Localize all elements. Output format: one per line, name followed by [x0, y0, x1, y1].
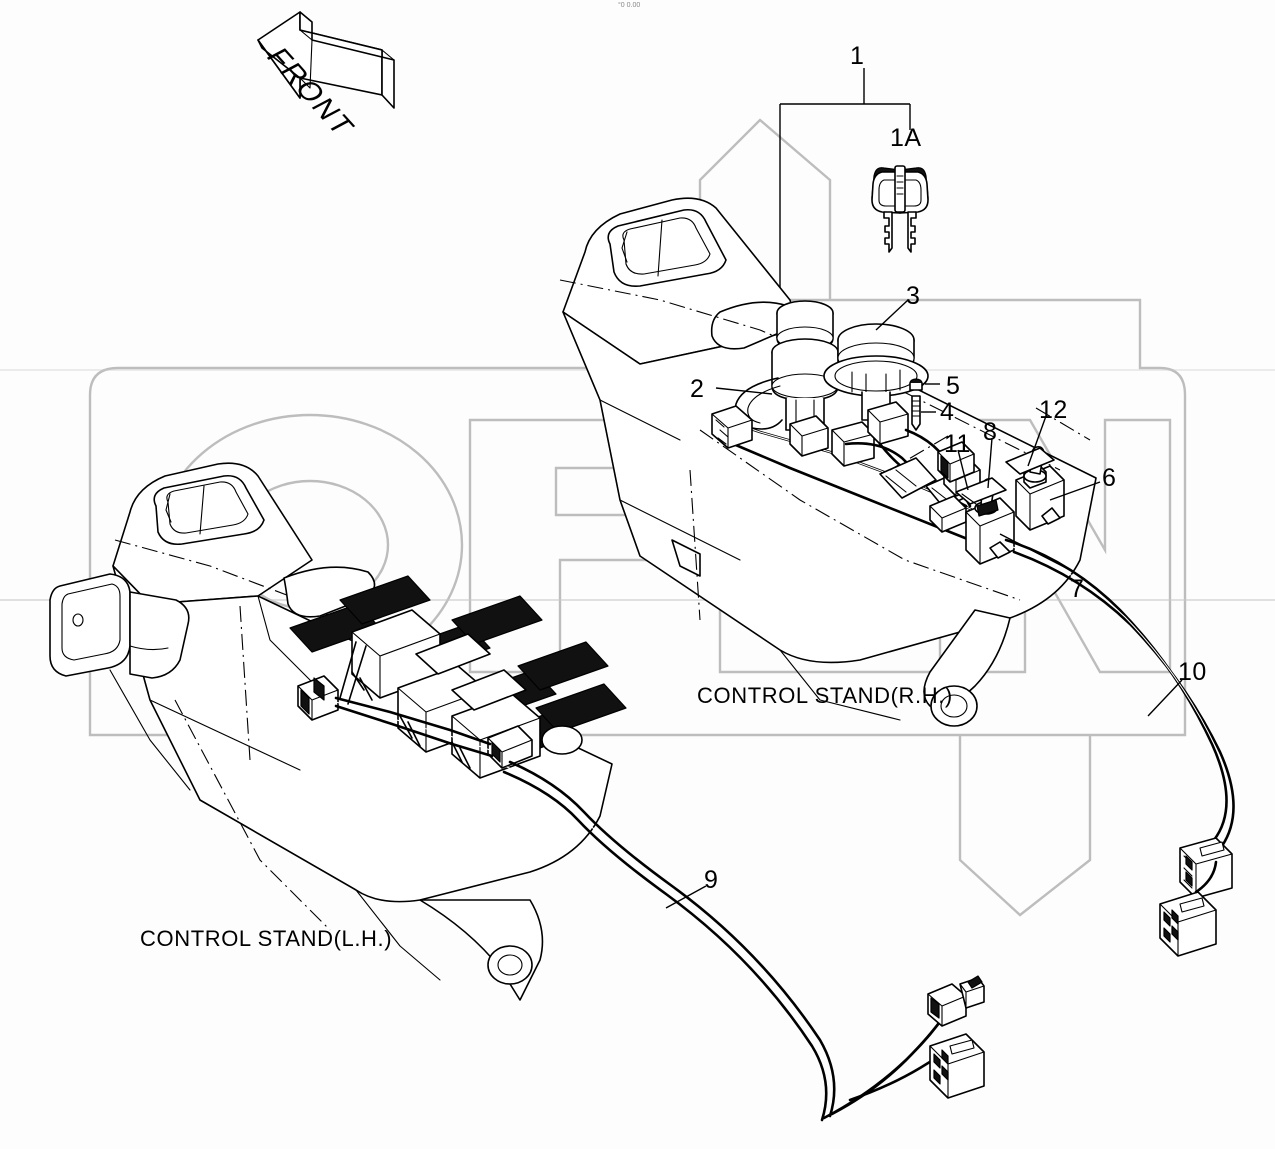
callout-6: 6 [1102, 464, 1117, 492]
caption-control-stand-rh: CONTROL STAND(R.H.) [697, 683, 953, 708]
callout-7: 7 [1070, 575, 1085, 603]
callout-1: 1 [850, 42, 865, 70]
callout-11: 11 [944, 430, 971, 458]
callout-12: 12 [1039, 396, 1068, 424]
top-mark: °0 0.00 [618, 2, 641, 9]
leader-lines [665, 299, 1183, 909]
harness-10 [1004, 538, 1235, 957]
control-stand-rh-body [559, 197, 1097, 727]
toggle-switch-group [937, 441, 1065, 565]
callout-9: 9 [704, 866, 719, 894]
harness-9 [502, 760, 985, 1122]
callout-10: 10 [1178, 658, 1207, 686]
control-stand-lh-body [49, 462, 613, 1001]
callout-bracket-1 [779, 68, 911, 300]
callout-1a: 1A [890, 124, 922, 152]
callout-8: 8 [983, 418, 998, 446]
front-arrow-graphic [257, 11, 395, 109]
lh-switch-panel [283, 566, 627, 779]
key-set-graphic [871, 165, 929, 253]
callout-5: 5 [946, 372, 961, 400]
fastener-group [909, 378, 940, 431]
callout-3: 3 [906, 282, 921, 310]
callout-4: 4 [940, 398, 955, 426]
callout-2: 2 [690, 375, 705, 403]
caption-control-stand-lh: CONTROL STAND(L.H.) [140, 926, 393, 951]
